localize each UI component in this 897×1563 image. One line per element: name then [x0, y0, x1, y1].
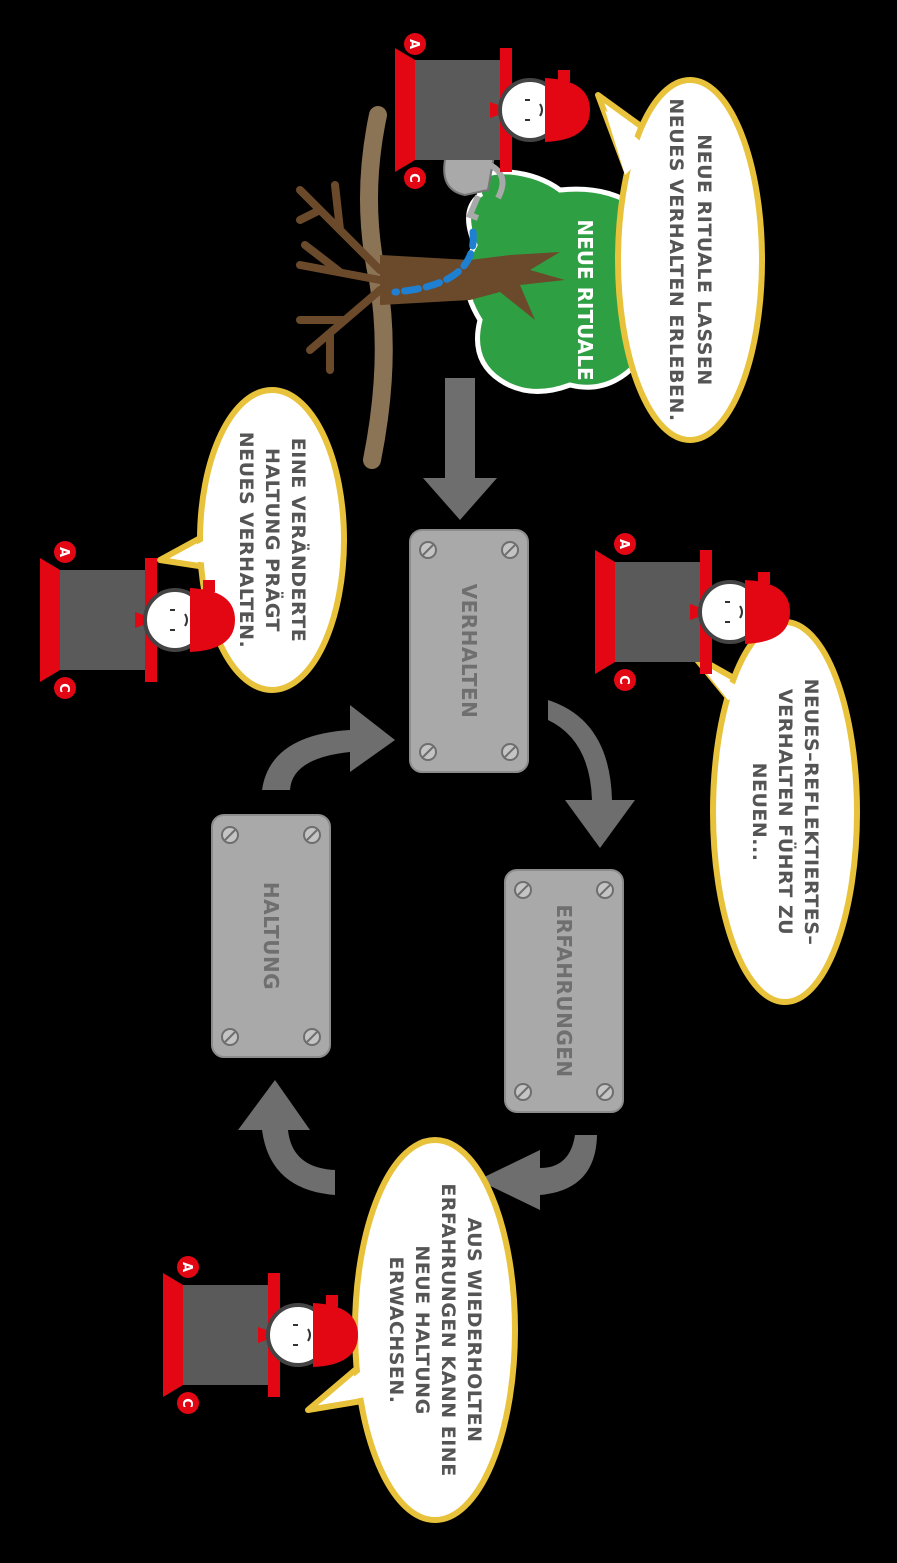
box-haltung-label: HALTUNG	[259, 882, 283, 990]
badge-a-label: A	[406, 39, 421, 49]
tree-illustration: NEUE RITUALE	[296, 106, 663, 469]
bubble-haltung-praegt-line-3: NEUES VERHALTEN.	[235, 432, 257, 649]
badge-c-label: C	[406, 173, 421, 183]
cycle-arrows	[238, 378, 635, 1210]
badge-c	[54, 677, 76, 699]
badge-a	[177, 1256, 199, 1278]
bubble-erfahrungen-line-2: ERFAHRUNGEN KANN EINE	[437, 1183, 459, 1476]
bubble-reflektiert-line-1: NEUES–REFLEKTIERTES–	[800, 679, 822, 946]
badge-c	[614, 669, 636, 691]
arrow-tree-to-verhalten	[423, 378, 497, 520]
bubble-haltung-praegt-line-1: EINE VERÄNDERTE	[287, 438, 311, 642]
badge-a-label: A	[56, 547, 71, 557]
badge-a-label: A	[616, 539, 631, 549]
character-right: A C	[593, 533, 792, 691]
badge-c-label: C	[179, 1398, 194, 1408]
bubble-erfahrungen-line-3: NEUE HALTUNG	[411, 1245, 433, 1414]
bubble-erfahrungen-line-1: AUS WIEDERHOLTEN	[463, 1217, 485, 1442]
badge-a	[54, 541, 76, 563]
bubble-haltung-praegt-line-2: HALTUNG PRÄGT	[261, 448, 285, 632]
character-bottom: A C	[161, 1256, 360, 1414]
box-erfahrungen: ERFAHRUNGEN	[504, 869, 624, 1113]
box-verhalten: VERHALTEN	[409, 529, 529, 773]
arrow-haltung-to-verhalten	[262, 705, 395, 790]
arrow-erfahrungen-to-haltung	[478, 1135, 597, 1210]
bubble-rituale: NEUE RITUALE LASSEN NEUES VERHALTEN ERLE…	[595, 77, 765, 443]
box-verhalten-label: VERHALTEN	[457, 584, 481, 719]
bubble-rituale-line-2: NEUES VERHALTEN ERLEBEN.	[665, 98, 687, 421]
bubble-erfahrungen-line-4: ERWACHSEN.	[385, 1256, 407, 1403]
box-haltung: HALTUNG	[211, 814, 331, 1058]
arrow-verhalten-to-erfahrungen	[548, 700, 635, 848]
badge-c-label: C	[616, 675, 631, 685]
tree-label: NEUE RITUALE	[573, 219, 597, 380]
badge-c	[404, 167, 426, 189]
badge-c-label: C	[56, 683, 71, 693]
bubble-reflektiert-line-3: NEUEN...	[748, 763, 770, 862]
arrow-haltung-left	[238, 1080, 335, 1195]
box-erfahrungen-label: ERFAHRUNGEN	[552, 904, 576, 1077]
badge-a	[404, 33, 426, 55]
bubble-erfahrungen: AUS WIEDERHOLTEN ERFAHRUNGEN KANN EINE N…	[305, 1137, 518, 1523]
bubble-rituale-line-1: NEUE RITUALE LASSEN	[693, 134, 715, 386]
badge-c	[177, 1392, 199, 1414]
badge-a-label: A	[179, 1262, 194, 1272]
bubble-haltung-praegt: EINE VERÄNDERTE HALTUNG PRÄGT NEUES VERH…	[157, 387, 347, 693]
bubble-reflektiert: NEUES–REFLEKTIERTES– VERHALTEN FÜHRT ZU …	[690, 619, 860, 1005]
character-top: A C	[393, 33, 592, 189]
roots	[296, 181, 384, 374]
tree-trunk	[380, 252, 565, 320]
character-left: A C	[38, 541, 237, 699]
badge-a	[614, 533, 636, 555]
bubble-reflektiert-line-2: VERHALTEN FÜHRT ZU	[774, 689, 798, 935]
water-stream	[391, 228, 477, 296]
